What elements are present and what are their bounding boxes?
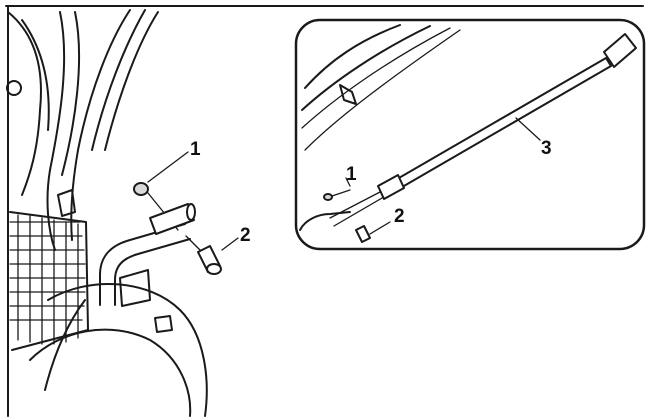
- leader-main-1: [147, 151, 189, 183]
- leader-inset-3: [515, 117, 541, 141]
- callout-main-2: 2: [240, 225, 251, 246]
- inset-part-3-rod: [329, 33, 637, 227]
- main-part-1-nut: [133, 182, 179, 231]
- main-tube-stub: [149, 203, 196, 235]
- detail-inset: 1 2 3: [294, 18, 646, 251]
- callout-inset-3: 3: [541, 138, 552, 159]
- leader-main-2: [221, 237, 239, 251]
- inset-part-2-bolt: [355, 221, 391, 243]
- inset-part-1-nut: [323, 189, 351, 201]
- compressor-body: [6, 9, 208, 417]
- leader-inset-1: [345, 177, 351, 187]
- callout-inset-1: 1: [346, 164, 357, 185]
- main-part-2-bolt: [185, 235, 222, 275]
- frame-border: [5, 5, 644, 417]
- callout-inset-2: 2: [394, 206, 405, 227]
- callout-main-1: 1: [190, 139, 201, 160]
